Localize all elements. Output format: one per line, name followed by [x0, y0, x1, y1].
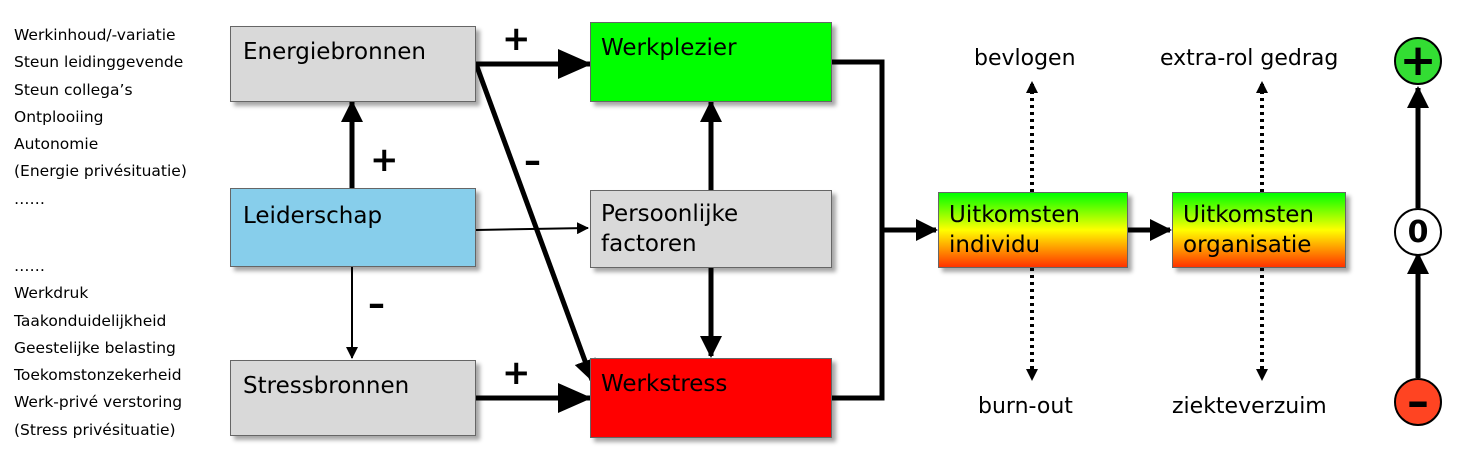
sign-stress-werkstress: + [502, 353, 531, 393]
label-ziekteverzuim: ziekteverzuim [1172, 394, 1327, 419]
energy-list-item: Steun collega’s [14, 80, 133, 99]
energy-list-item: …… [14, 189, 45, 208]
label-bevlogen: bevlogen [974, 46, 1076, 71]
sign-leider-stress: – [368, 284, 385, 324]
uitkomsten-individu-box: Uitkomsten individu [938, 192, 1128, 268]
energiebronnen-box: Energiebronnen [230, 26, 476, 102]
stress-source-list: …… Werkdruk Taakonduidelijkheid Geesteli… [14, 253, 182, 444]
energy-list-item: Autonomie [14, 135, 99, 154]
individu-label-line2: individu [949, 232, 1041, 258]
sign-energie-werkstress: – [524, 141, 541, 181]
energy-list-item: Werkinhoud/-variatie [14, 26, 176, 44]
stress-list-item: …… [14, 257, 45, 275]
connector-werkplezier [832, 59, 885, 230]
label-burnout: burn-out [978, 394, 1073, 419]
werkstress-box: Werkstress [590, 358, 832, 438]
stress-list-item: Geestelijke belasting [14, 338, 176, 357]
organisatie-label-line1: Uitkomsten [1183, 202, 1314, 228]
energy-list-item: (Energie privésituatie) [14, 162, 187, 181]
energiebronnen-label: Energiebronnen [243, 39, 426, 65]
stress-list-item: Werk-privé verstoring [14, 393, 183, 412]
stress-list-item: Taakonduidelijkheid [14, 311, 167, 330]
scale-minus-circle: – [1394, 378, 1442, 426]
label-extra-rol-gedrag: extra-rol gedrag [1160, 46, 1339, 71]
persoonlijke-factoren-box: Persoonlijke factoren [590, 190, 832, 268]
energy-list-item: Steun leidinggevende [14, 53, 184, 72]
connector-werkstress [832, 230, 885, 401]
werkplezier-box: Werkplezier [590, 22, 832, 102]
stressbronnen-label: Stressbronnen [243, 373, 410, 399]
leiderschap-box: Leiderschap [230, 188, 476, 267]
energy-list-item: Ontplooiing [14, 107, 104, 126]
leiderschap-label: Leiderschap [243, 203, 383, 229]
arrow-energie-werkstress [473, 63, 596, 382]
stressbronnen-box: Stressbronnen [230, 360, 476, 436]
stress-list-item: Werkdruk [14, 284, 89, 303]
individu-label-line1: Uitkomsten [949, 202, 1080, 228]
sign-leider-energie: + [370, 140, 399, 180]
persoonlijke-label-line2: factoren [601, 231, 697, 257]
scale-plus-circle: + [1394, 37, 1442, 85]
energy-source-list: Werkinhoud/-variatie Steun leidinggevend… [14, 22, 187, 213]
arrow-leider-persoonlijk [475, 222, 589, 235]
persoonlijke-label-line1: Persoonlijke [601, 201, 739, 227]
werkstress-label: Werkstress [601, 371, 728, 397]
stress-list-item: Toekomstonzekerheid [14, 366, 182, 385]
sign-energie-werkplezier: + [502, 19, 531, 59]
scale-zero-circle: 0 [1394, 208, 1442, 256]
organisatie-label-line2: organisatie [1183, 232, 1312, 258]
werkplezier-label: Werkplezier [601, 35, 737, 61]
uitkomsten-organisatie-box: Uitkomsten organisatie [1172, 192, 1346, 268]
stress-list-item: (Stress privésituatie) [14, 420, 176, 439]
